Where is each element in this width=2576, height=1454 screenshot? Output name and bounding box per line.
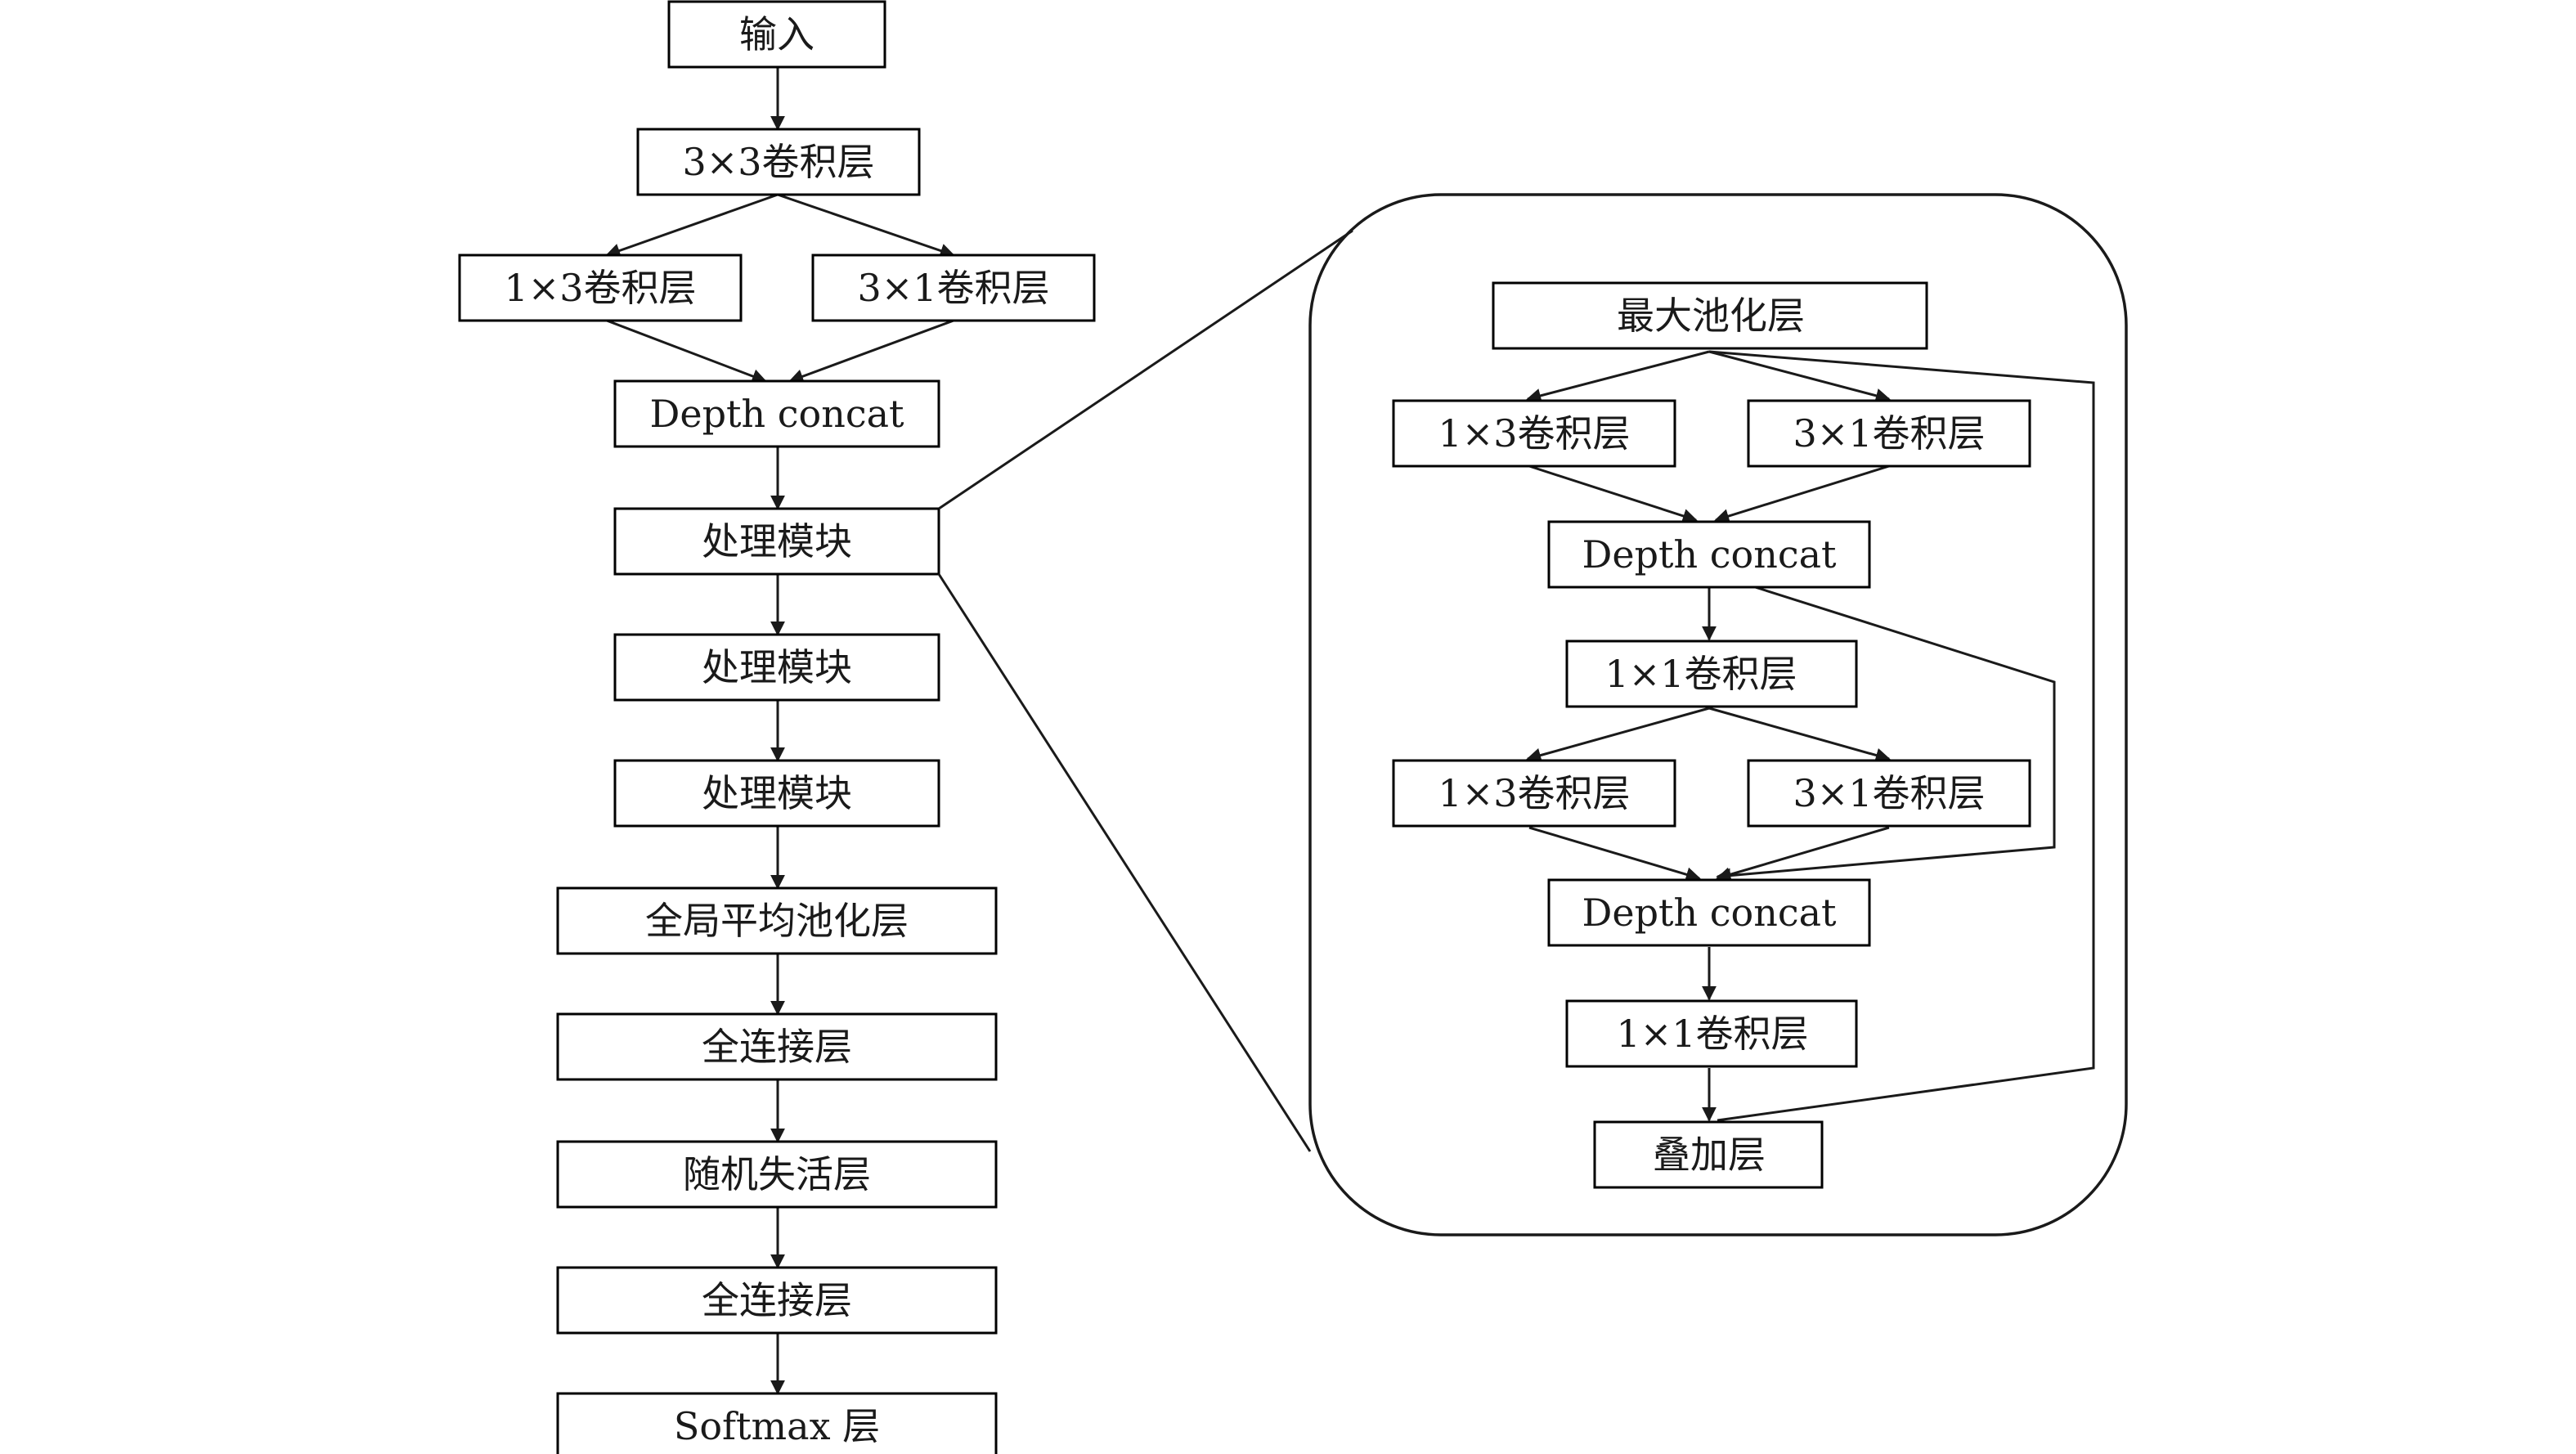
detail-node-conv3x1-b-label: 3×1卷积层 xyxy=(1793,771,1985,815)
node-process-block-3: 处理模块 xyxy=(613,759,940,828)
detail-node-conv3x1-a-label: 3×1卷积层 xyxy=(1793,411,1985,455)
node-depth-concat-label: Depth concat xyxy=(649,392,904,436)
edge-conv3x1-to-concat xyxy=(788,319,954,384)
edge-conv3x1b-to-concatb xyxy=(1716,826,1890,882)
node-conv3x3-label: 3×3卷积层 xyxy=(682,140,874,184)
node-fc-1: 全连接层 xyxy=(556,1012,998,1081)
main-flow-edges xyxy=(605,67,955,1395)
node-process-block-2-label: 处理模块 xyxy=(702,645,852,689)
process-block-detail: 最大池化层 1×3卷积层 3×1卷积层 Depth concat 1×1卷积层 … xyxy=(1308,193,2128,1236)
detail-node-conv1x1-a-label: 1×1卷积层 xyxy=(1604,652,1797,696)
detail-node-depth-concat-b: Depth concat xyxy=(1547,878,1871,947)
detail-node-max-pool: 最大池化层 xyxy=(1492,281,1928,350)
node-process-block-2: 处理模块 xyxy=(613,633,940,702)
zoom-connectors xyxy=(937,229,1353,1152)
detail-node-conv1x3-b-label: 1×3卷积层 xyxy=(1438,771,1630,815)
detail-node-conv3x1-a: 3×1卷积层 xyxy=(1747,399,2031,468)
zoom-line-top xyxy=(938,229,1353,510)
detail-node-add: 叠加层 xyxy=(1593,1120,1824,1189)
node-process-block-3-label: 处理模块 xyxy=(702,771,852,815)
detail-node-conv3x1-b: 3×1卷积层 xyxy=(1747,759,2031,828)
edge-conv3x3-to-conv1x3 xyxy=(605,193,779,258)
edge-conv1x3-to-concat xyxy=(606,319,767,384)
edge-conv1x1a-to-conv3x1b xyxy=(1708,707,1891,763)
detail-node-conv1x1-a: 1×1卷积层 xyxy=(1565,639,1858,708)
edge-conv1x1a-to-conv1x3b xyxy=(1526,707,1710,763)
node-conv3x1-label: 3×1卷积层 xyxy=(857,266,1049,310)
node-conv1x3-label: 1×3卷积层 xyxy=(504,266,696,310)
detail-node-depth-concat-a: Depth concat xyxy=(1547,520,1871,589)
node-softmax: Softmax 层 xyxy=(556,1392,998,1454)
node-conv3x3: 3×3卷积层 xyxy=(636,128,921,196)
detail-node-max-pool-label: 最大池化层 xyxy=(1617,294,1805,338)
node-fc-2-label: 全连接层 xyxy=(702,1278,852,1322)
edge-maxpool-to-conv3x1a xyxy=(1708,350,1891,403)
edge-conv3x1a-to-concata xyxy=(1714,464,1890,523)
node-dropout: 随机失活层 xyxy=(556,1140,998,1209)
node-input-label: 输入 xyxy=(739,12,815,56)
detail-node-depth-concat-b-label: Depth concat xyxy=(1582,891,1837,935)
edge-conv1x3b-to-concatb xyxy=(1528,826,1701,882)
node-depth-concat: Depth concat xyxy=(613,379,940,448)
main-flow: 输入 3×3卷积层 1×3卷积层 3×1卷积层 Depth concat 处理模… xyxy=(458,0,1096,1454)
detail-frame xyxy=(1308,193,2128,1236)
node-global-avg-pool: 全局平均池化层 xyxy=(556,886,998,955)
node-process-block-1: 处理模块 xyxy=(613,507,940,576)
edge-maxpool-to-conv1x3a xyxy=(1526,350,1710,403)
node-softmax-label: Softmax 层 xyxy=(674,1404,880,1448)
detail-node-conv1x1-b-label: 1×1卷积层 xyxy=(1616,1012,1808,1056)
detail-node-conv1x3-a-label: 1×3卷积层 xyxy=(1438,411,1630,455)
detail-node-conv1x1-b: 1×1卷积层 xyxy=(1565,999,1858,1068)
detail-node-depth-concat-a-label: Depth concat xyxy=(1582,532,1837,577)
node-conv3x1: 3×1卷积层 xyxy=(811,254,1096,322)
node-fc-2: 全连接层 xyxy=(556,1266,998,1335)
zoom-line-bottom xyxy=(937,573,1312,1152)
edge-skip-concata-to-concatb xyxy=(1716,584,2056,883)
node-process-block-1-label: 处理模块 xyxy=(702,519,852,563)
node-fc-1-label: 全连接层 xyxy=(702,1025,852,1069)
detail-edges xyxy=(1526,350,2095,1122)
edge-skip-maxpool-to-add xyxy=(1708,350,2095,1122)
node-input: 输入 xyxy=(667,0,886,69)
edge-conv1x3a-to-concata xyxy=(1528,464,1698,523)
node-dropout-label: 随机失活层 xyxy=(683,1152,871,1196)
node-conv1x3: 1×3卷积层 xyxy=(458,254,743,322)
detail-node-conv1x3-a: 1×3卷积层 xyxy=(1392,399,1676,468)
detail-node-add-label: 叠加层 xyxy=(1653,1133,1766,1177)
edge-conv3x3-to-conv3x1 xyxy=(777,193,955,258)
detail-node-conv1x3-b: 1×3卷积层 xyxy=(1392,759,1676,828)
node-global-avg-pool-label: 全局平均池化层 xyxy=(645,899,909,943)
